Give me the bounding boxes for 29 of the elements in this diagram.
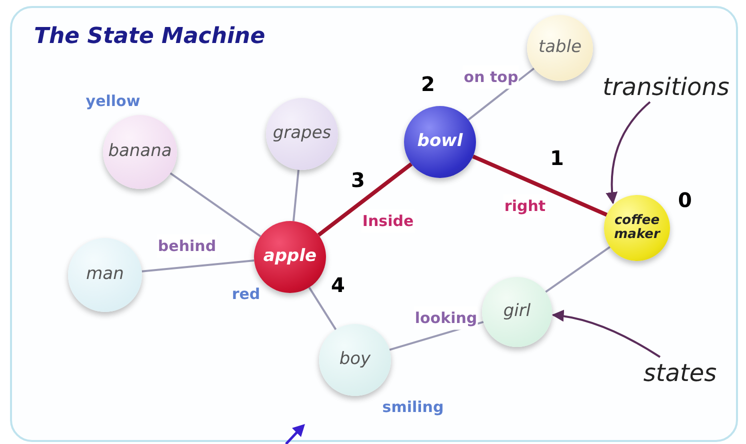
state-label: bowl <box>416 133 464 151</box>
connector-line <box>317 162 413 237</box>
connector-line <box>292 170 300 222</box>
connector-line <box>545 246 611 293</box>
state-label: boy <box>338 351 372 369</box>
connector-line <box>308 286 337 330</box>
connector-line <box>142 259 254 272</box>
connector-line <box>472 154 608 217</box>
annotation-label: states <box>643 358 717 389</box>
diagram-title: The State Machine <box>34 23 266 51</box>
attribute-label: smiling <box>382 396 444 418</box>
annotation-label: transitions <box>602 72 730 103</box>
state-label: grapes <box>272 125 332 143</box>
state-label: man <box>85 266 125 284</box>
leader-arrow <box>606 101 651 204</box>
state-label: banana <box>107 143 173 161</box>
state-label: coffee maker <box>613 214 662 242</box>
leader-arrow <box>552 310 661 358</box>
connector-line <box>170 172 262 238</box>
step-number: 4 <box>331 272 345 299</box>
step-number: 2 <box>421 71 435 98</box>
attribute-label: red <box>232 284 260 305</box>
step-number: 1 <box>550 145 564 172</box>
step-number: 0 <box>678 187 692 214</box>
state-label: table <box>537 39 583 57</box>
step-number: 3 <box>351 167 365 194</box>
attribute-label: yellow <box>86 90 140 112</box>
state-label: girl <box>502 303 532 321</box>
state-label: apple <box>262 248 318 266</box>
